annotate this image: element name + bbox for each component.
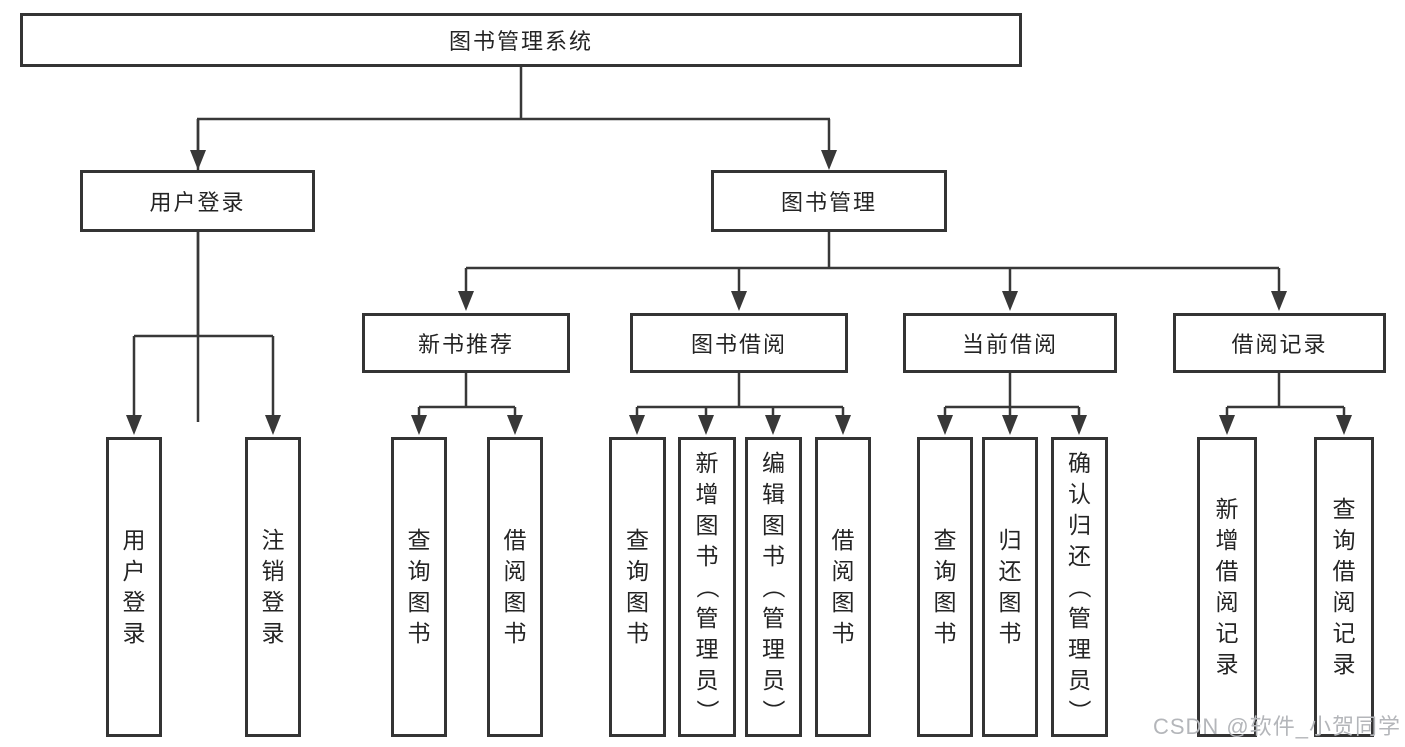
node-root: 图书管理系统 [20,13,1022,67]
leaf-query-books-borrow: 查询图书 [609,437,666,737]
node-new-book-rec-label: 新书推荐 [417,332,514,357]
leaf-edit-books-admin-label: 编辑图书（管理员） [761,449,787,723]
node-current-borrow-label: 当前借阅 [961,332,1058,357]
connector-borrow-records-to-leaves [1219,373,1352,435]
leaf-return-books: 归还图书 [982,437,1038,737]
leaf-query-books-rec-label: 查询图书 [407,527,431,646]
connector-book-mgmt-to-level3 [458,232,1287,311]
node-root-label: 图书管理系统 [448,29,593,54]
node-borrow-records: 借阅记录 [1173,313,1386,373]
node-current-borrow: 当前借阅 [903,313,1117,373]
leaf-add-borrow-record: 新增借阅记录 [1197,437,1257,737]
leaf-query-borrow-record: 查询借阅记录 [1314,437,1374,737]
node-user-login-label: 用户登录 [149,190,246,215]
leaf-query-books-rec: 查询图书 [391,437,447,737]
node-borrow-records-label: 借阅记录 [1231,332,1328,357]
leaf-query-borrow-record-label: 查询借阅记录 [1332,496,1356,677]
leaf-borrow-books-rec-label: 借阅图书 [503,527,527,646]
connector-user-login-to-leaves [126,232,281,435]
connector-current-borrow-to-leaves [937,373,1087,435]
leaf-return-books-label: 归还图书 [998,527,1022,646]
leaf-borrow-books-rec: 借阅图书 [487,437,543,737]
leaf-logout-label: 注销登录 [261,527,285,646]
node-book-borrow-label: 图书借阅 [690,332,787,357]
leaf-edit-books-admin: 编辑图书（管理员） [745,437,802,737]
leaf-query-books-current-label: 查询图书 [933,527,957,646]
node-book-borrow: 图书借阅 [630,313,848,373]
leaf-query-books-current: 查询图书 [917,437,973,737]
node-book-mgmt-label: 图书管理 [780,190,877,215]
node-user-login: 用户登录 [80,170,315,232]
connector-new-book-rec-to-leaves [411,373,523,435]
node-new-book-rec: 新书推荐 [362,313,570,373]
leaf-confirm-return-admin: 确认归还（管理员） [1051,437,1108,737]
leaf-confirm-return-admin-label: 确认归还（管理员） [1067,449,1093,723]
leaf-borrow-books-label: 借阅图书 [831,527,855,646]
leaf-user-login: 用户登录 [106,437,162,737]
connector-book-borrow-to-leaves [629,373,851,435]
node-book-mgmt: 图书管理 [711,170,947,232]
leaf-borrow-books: 借阅图书 [815,437,871,737]
leaf-add-books-admin-label: 新增图书（管理员） [694,449,721,723]
leaf-add-books-admin: 新增图书（管理员） [678,437,736,737]
leaf-user-login-label: 用户登录 [122,527,146,646]
leaf-query-books-borrow-label: 查询图书 [626,527,649,646]
leaf-add-borrow-record-label: 新增借阅记录 [1215,496,1239,677]
leaf-logout: 注销登录 [245,437,301,737]
